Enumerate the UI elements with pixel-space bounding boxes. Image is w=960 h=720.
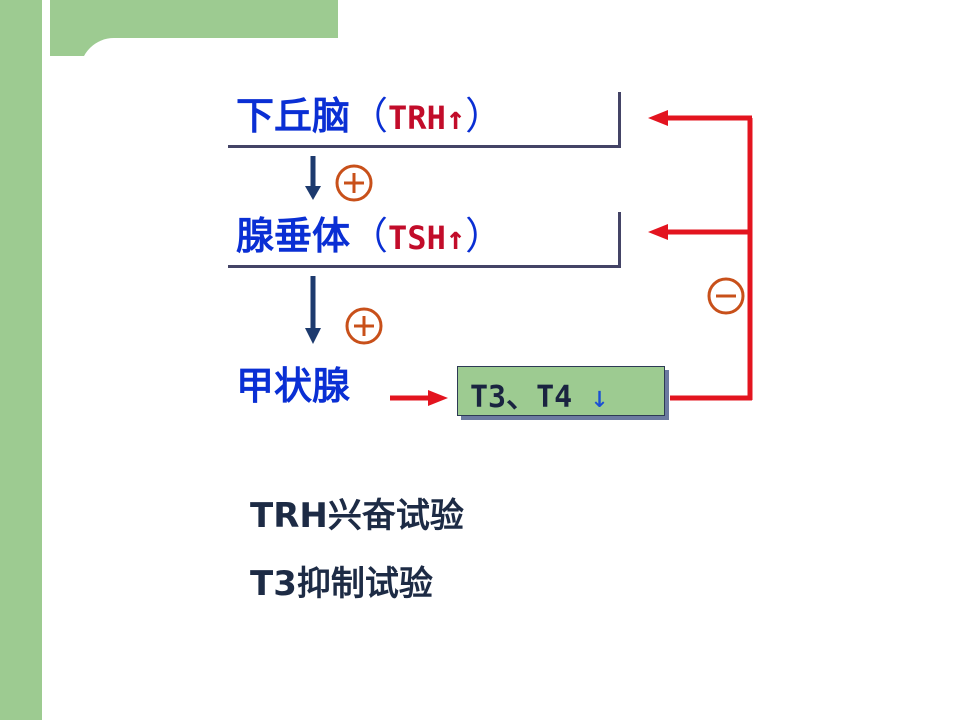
negative-feedback-loop xyxy=(648,110,753,401)
plus-circle-icon xyxy=(335,164,373,202)
pituitary-label: 腺垂体（TSH↑） xyxy=(236,214,503,260)
up-arrow-icon: ↑ xyxy=(445,99,466,137)
down-arrow-icon: ↓ xyxy=(590,380,609,415)
pituitary-name: 腺垂体 xyxy=(236,214,351,258)
paren-open: （ xyxy=(350,94,389,138)
paren-close: ） xyxy=(465,94,504,138)
arrow-hypothalamus-to-pituitary xyxy=(305,156,321,200)
t3-t4-label: T3、T4 ↓ xyxy=(470,372,608,416)
paren-close: ） xyxy=(465,214,504,258)
arrow-pituitary-to-thyroid xyxy=(305,276,321,344)
minus-circle-icon xyxy=(707,277,745,315)
hypothalamus-frame xyxy=(228,92,621,148)
paren-open: （ xyxy=(350,214,389,258)
hypothalamus-name: 下丘脑 xyxy=(236,94,351,138)
pituitary-frame xyxy=(228,212,621,268)
trh-stimulation-test: TRH兴奋试验 xyxy=(250,496,464,536)
t3-suppression-test: T3抑制试验 xyxy=(250,564,433,604)
t3-t4-box: T3、T4 ↓ xyxy=(457,366,665,416)
hypothalamus-label: 下丘脑（TRH↑） xyxy=(236,94,503,140)
decorative-rounded-corner xyxy=(80,38,380,98)
up-arrow-icon: ↑ xyxy=(445,219,466,257)
plus-circle-icon xyxy=(345,307,383,345)
thyroid-name: 甲状腺 xyxy=(236,364,351,408)
tsh-hormone: TSH xyxy=(388,219,446,257)
arrow-thyroid-to-t3-box xyxy=(390,390,448,406)
t3-t4-text: T3、T4 xyxy=(470,380,573,415)
decorative-left-bar xyxy=(0,0,42,720)
thyroid-label: 甲状腺 xyxy=(236,364,350,408)
trh-hormone: TRH xyxy=(388,99,446,137)
